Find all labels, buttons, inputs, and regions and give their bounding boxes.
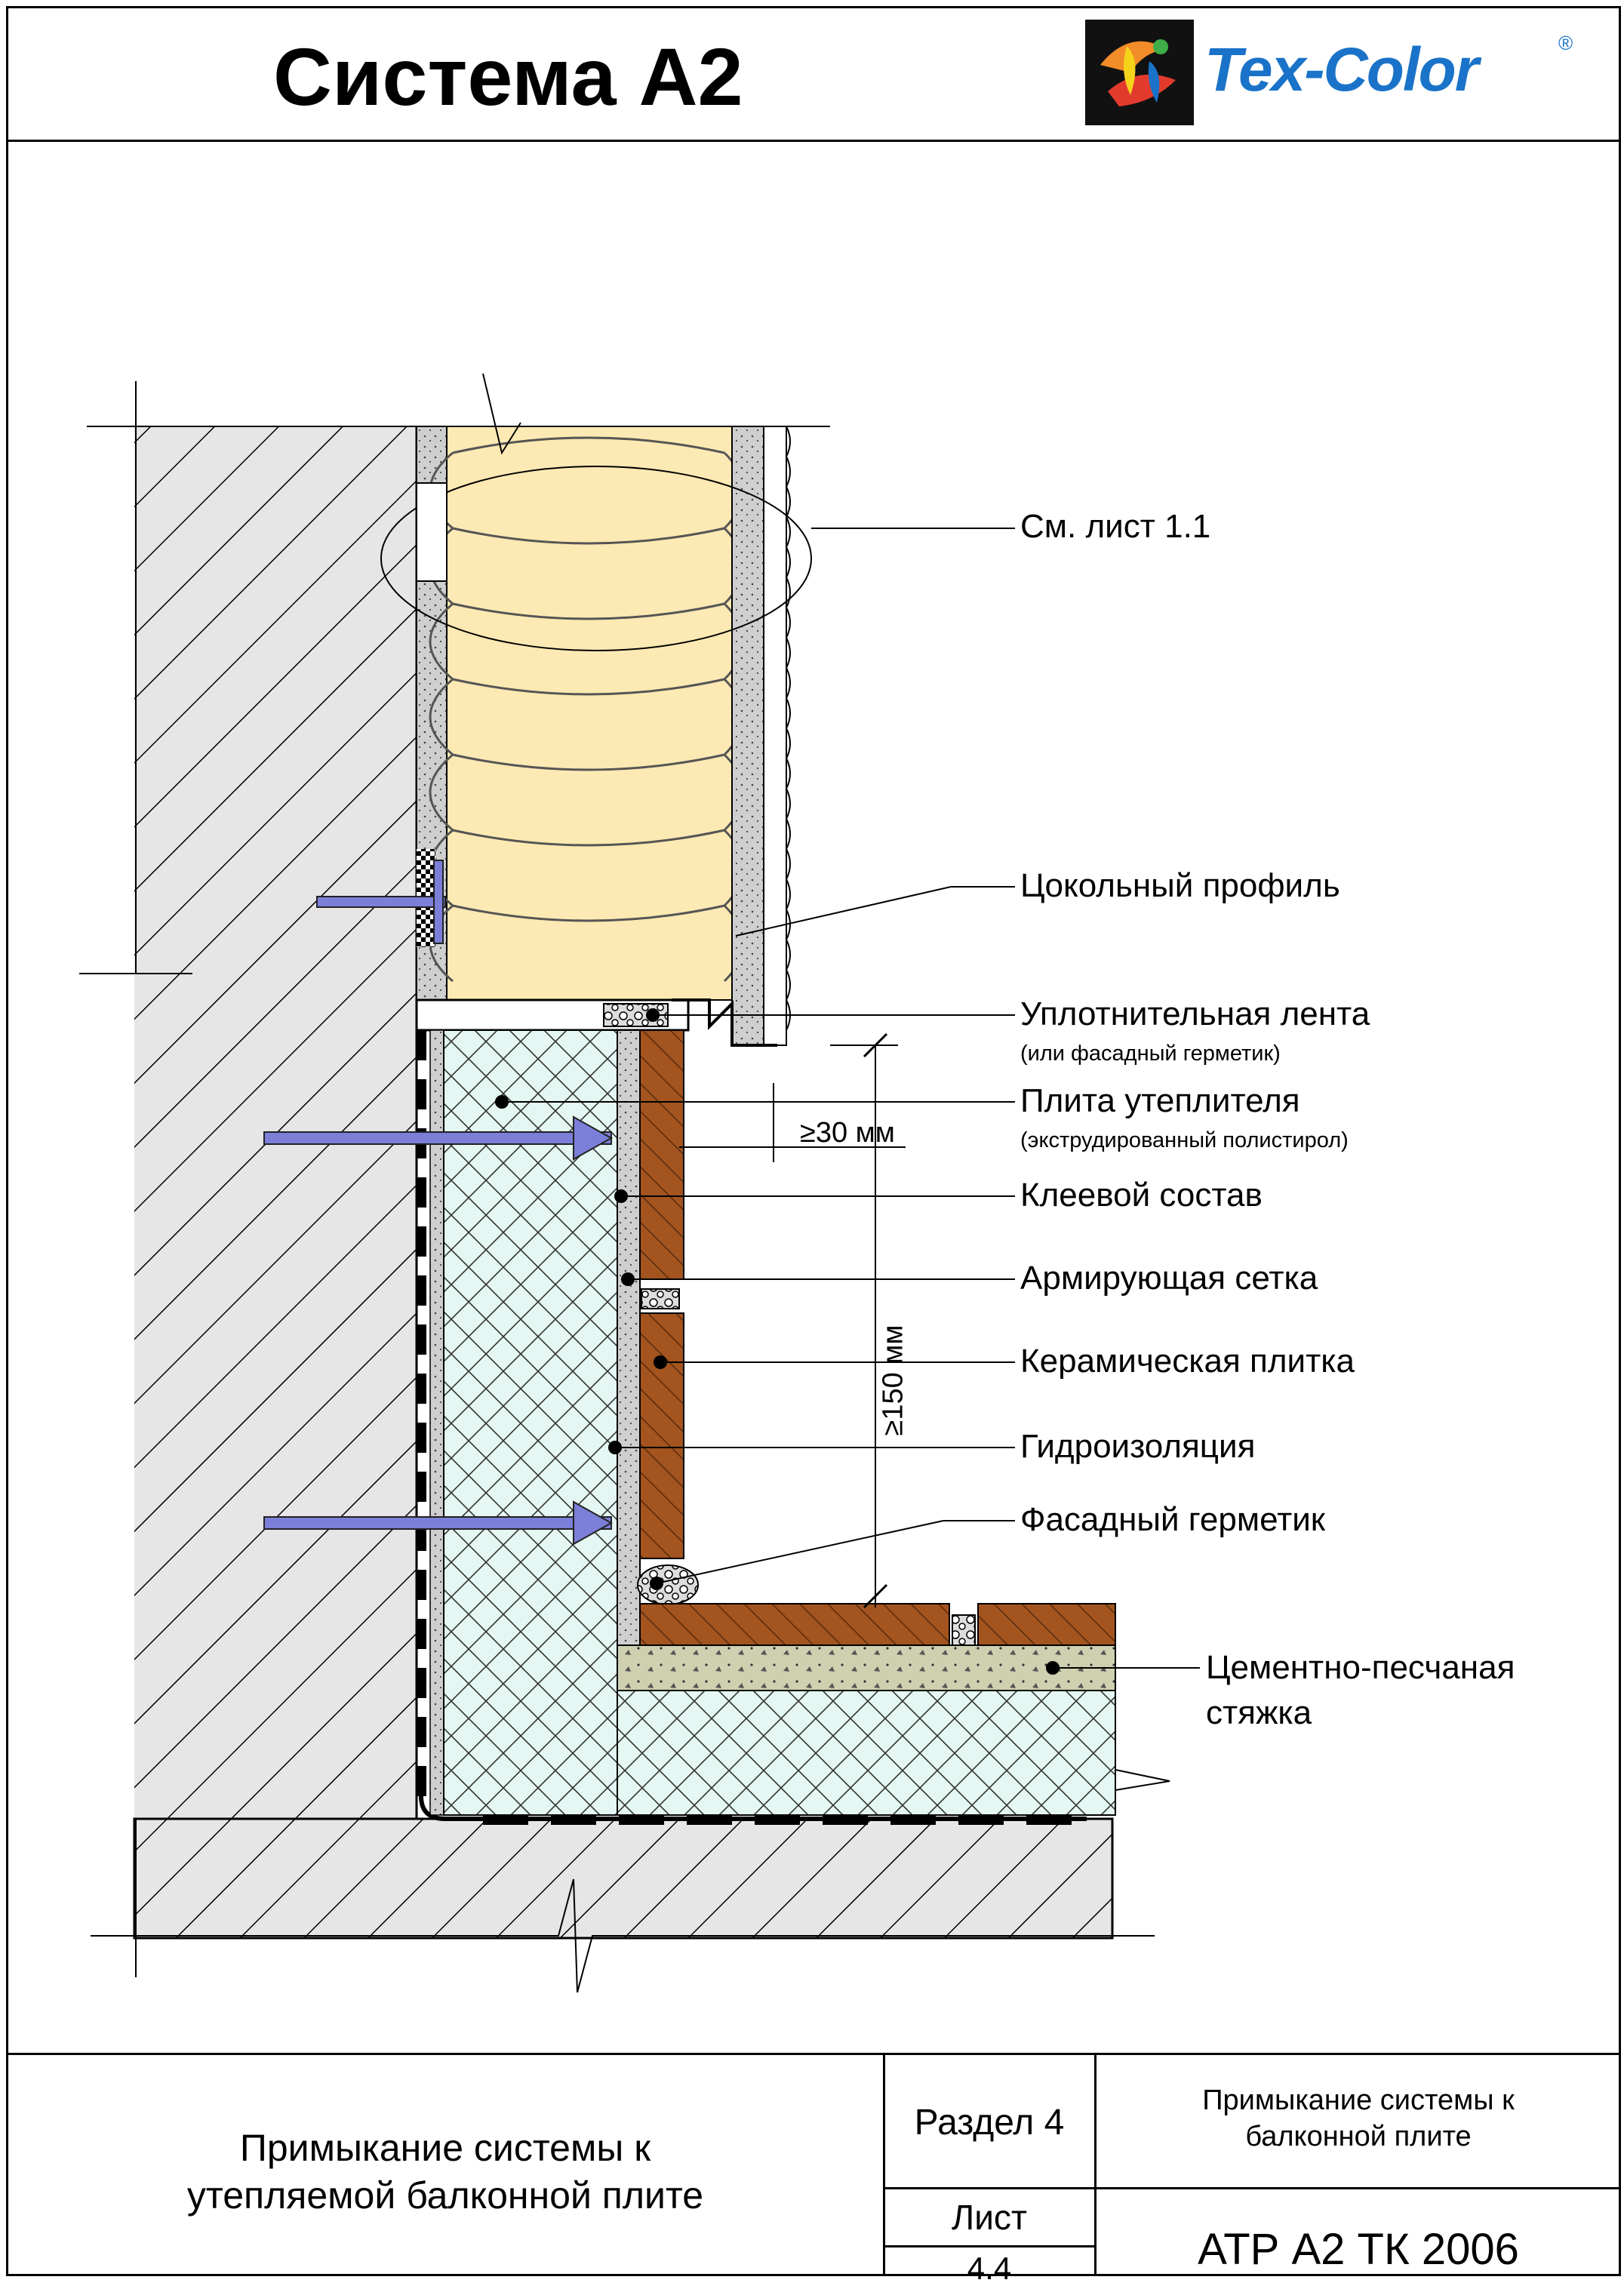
- label-waterproofing: Гидроизоляция: [1020, 1428, 1256, 1465]
- sheet-number: 4.4: [967, 2251, 1012, 2286]
- subject-line1: Примыкание системы к: [1202, 2084, 1515, 2116]
- section-label: Раздел 4: [914, 2103, 1065, 2143]
- label-sealant: Фасадный герметик: [1020, 1501, 1326, 1538]
- anchor-middle: [263, 1131, 612, 1145]
- page-title: Система А2: [273, 31, 743, 122]
- dimension-height: ≥150 мм: [877, 1324, 909, 1436]
- leader-sealant: [656, 1520, 944, 1584]
- reference-ellipse: [380, 466, 812, 651]
- drawing-title-block: Примыкание системы к утепляемой балконно…: [15, 2124, 875, 2219]
- label-adhesive: Клеевой состав: [1020, 1177, 1263, 1214]
- header: [6, 6, 1621, 142]
- anchor-bottom: [263, 1516, 612, 1530]
- xps-insulation: [443, 1029, 618, 1816]
- brand-name: Tex-Color: [1204, 35, 1479, 104]
- tile-upper: [639, 1029, 684, 1280]
- wall: [134, 426, 417, 1819]
- screed: [617, 1644, 1116, 1691]
- dimension-gap: ≥30 мм: [800, 1117, 895, 1149]
- mineral-wool: [446, 426, 733, 1001]
- drawing-title-line1: Примыкание системы к: [239, 2127, 651, 2169]
- document-code: АТР А2 ТК 2006: [1198, 2225, 1519, 2274]
- title-block: [6, 2053, 1621, 2276]
- label-screed-line1: Цементно-песчаная: [1206, 1649, 1515, 1686]
- tile-lower: [639, 1312, 684, 1559]
- brand-logo: Tex-Color ®: [1085, 12, 1613, 133]
- floor-tile: [639, 1603, 950, 1646]
- anchor-top: [316, 896, 446, 908]
- label-mesh: Армирующая сетка: [1020, 1260, 1318, 1297]
- sheet-frame: [6, 6, 1621, 2276]
- logo-icon: [1085, 20, 1194, 125]
- label-sealing-tape: Уплотнительная лента: [1020, 995, 1370, 1032]
- label-sealing-tape-note: (или фасадный герметик): [1020, 1041, 1281, 1066]
- leader-profile: [735, 886, 952, 937]
- label-ref-sheet: См. лист 1.1: [1020, 508, 1211, 545]
- sheet-label: Лист: [952, 2198, 1027, 2237]
- label-insulation-board: Плита утеплителя: [1020, 1082, 1300, 1119]
- label-tile: Керамическая плитка: [1020, 1343, 1355, 1380]
- registered-mark: ®: [1558, 32, 1573, 54]
- label-insulation-board-note: (экструдированный полистирол): [1020, 1128, 1349, 1152]
- drawing-title-line2: утепляемой балконной плите: [186, 2174, 704, 2217]
- sealant: [637, 1564, 699, 1605]
- label-plinth-profile: Цокольный профиль: [1020, 867, 1340, 904]
- subject-line2: балконной плите: [1245, 2120, 1472, 2152]
- label-screed-line2: стяжка: [1206, 1694, 1312, 1731]
- subject-block: Примыкание системы к балконной плите: [1098, 2083, 1619, 2155]
- balcony-slab: [133, 1817, 1114, 1940]
